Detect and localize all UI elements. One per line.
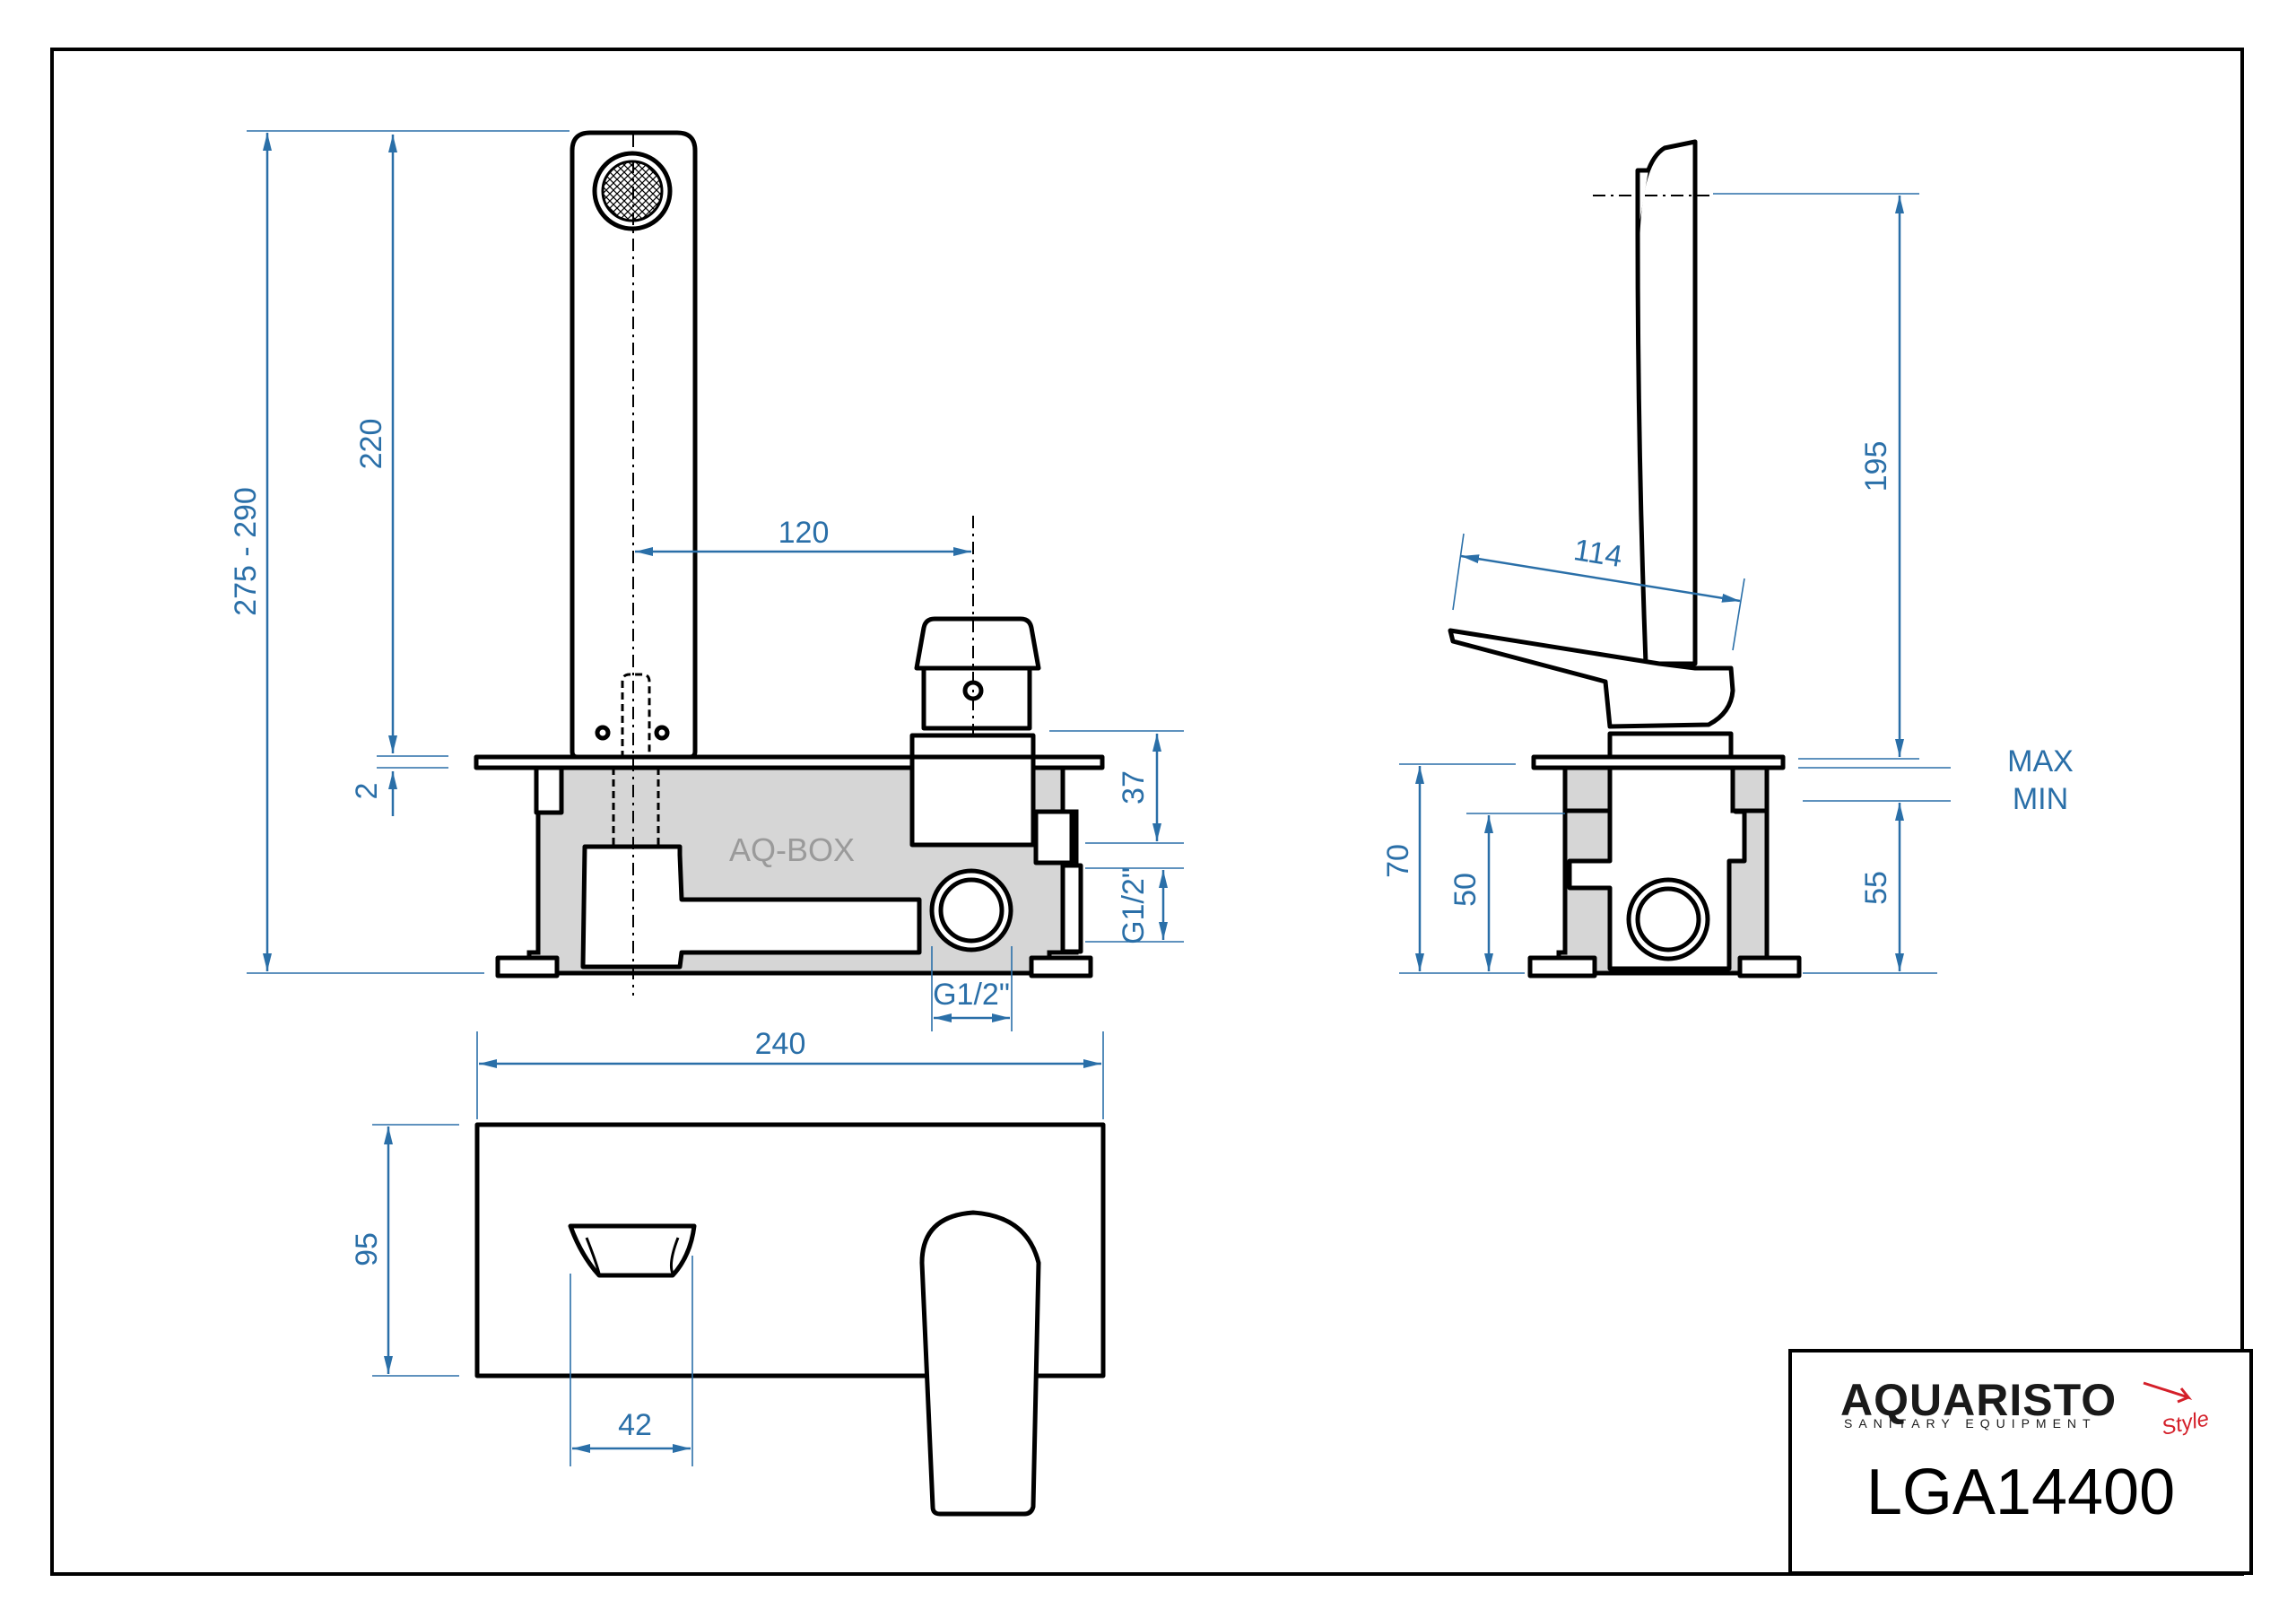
side-view-dimensions: 195 114 70 50 55 MAX MIN	[1381, 193, 2074, 974]
top-view-spout	[568, 1223, 697, 1278]
aq-box-left-lug	[534, 765, 564, 815]
side-handle-base	[1607, 731, 1734, 760]
top-view	[474, 1122, 1106, 1517]
dim-box-depth-inner: 50	[1448, 873, 1483, 907]
aq-box-inner-channel	[580, 844, 922, 970]
top-view-lever	[919, 1210, 1041, 1517]
foot-right	[1029, 955, 1093, 978]
sheet-border	[50, 48, 2244, 1576]
aq-box-label: AQ-BOX	[729, 831, 855, 868]
handle-cap	[914, 616, 1041, 671]
dim-box-depth-min: 55	[1859, 871, 1893, 905]
cartridge-housing	[909, 754, 1036, 848]
foot-left	[495, 955, 560, 978]
product-code: LGA14400	[1866, 1457, 2175, 1528]
side-foot-left	[1527, 955, 1597, 978]
dim-spout-width: 42	[618, 1408, 652, 1442]
dim-inlet-vertical: G1/2"	[1117, 867, 1151, 944]
front-view: AQ-BOX	[474, 130, 1105, 996]
dim-handle-height: 37	[1117, 770, 1151, 804]
handle-base-ring	[909, 733, 1036, 760]
dim-side-height: 195	[1859, 441, 1893, 492]
front-view-dimensions: 275 - 290 220 2 120 37 G1/2" G1/2"	[229, 130, 1184, 1031]
aq-box-side-block	[1033, 809, 1074, 865]
spout-screw-right	[654, 725, 670, 741]
dim-inlet-horizontal: G1/2"	[933, 978, 1010, 1012]
dim-spout-height: 220	[354, 419, 388, 470]
spout-screw-left	[595, 725, 611, 741]
aq-box-port-block	[1060, 863, 1083, 954]
title-block-frame	[1788, 1349, 2253, 1575]
side-inlet-inner	[1635, 886, 1701, 952]
dim-plate-gap: 2	[350, 783, 384, 800]
dim-plate-height: 95	[350, 1232, 384, 1266]
label-max: MAX	[2007, 744, 2074, 778]
dim-spout-to-handle: 120	[778, 516, 830, 550]
spout-connector-hidden	[621, 673, 651, 758]
inlet-inner	[938, 877, 1004, 944]
side-view	[1448, 139, 1802, 978]
dim-box-width: 240	[755, 1027, 806, 1061]
side-box-top-left	[1562, 765, 1613, 813]
label-min: MIN	[2013, 782, 2068, 816]
side-box-top-right	[1730, 765, 1770, 813]
dim-line-lever-length	[1460, 554, 1741, 603]
title-block: AQUARISTO SANITARY EQUIPMENT Style LGA14…	[1788, 1349, 2253, 1575]
spout-body	[570, 130, 698, 760]
brand-logo: AQUARISTO	[1840, 1375, 2117, 1425]
spout-pipe-hidden	[612, 768, 660, 848]
side-lever	[1448, 628, 1735, 729]
side-foot-right	[1737, 955, 1802, 978]
side-spout-tip	[1635, 168, 1648, 233]
top-view-dimensions: 240 95 42	[350, 1027, 1104, 1466]
dim-total-height: 275 - 290	[229, 487, 263, 616]
brand-arrow-icon	[2143, 1381, 2193, 1404]
dim-box-depth-total: 70	[1381, 844, 1415, 878]
dim-lever-length: 114	[1571, 533, 1624, 574]
brand-tagline: SANITARY EQUIPMENT	[1844, 1416, 2097, 1431]
